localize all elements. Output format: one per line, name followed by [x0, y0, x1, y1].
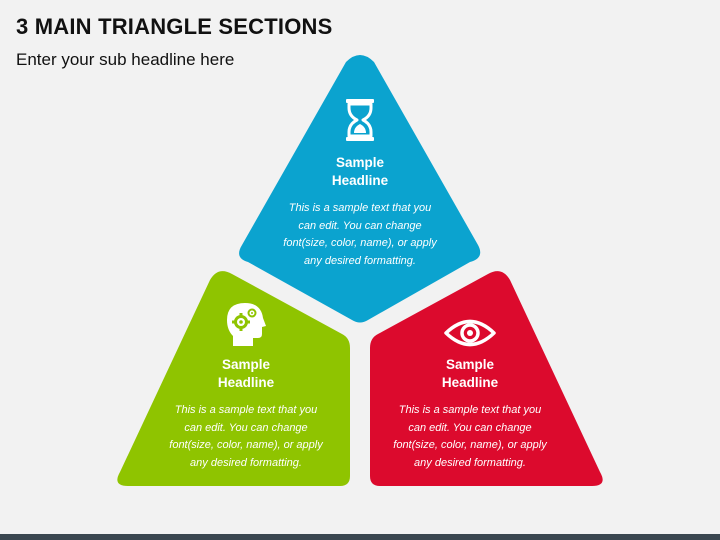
section-right-body-line: any desired formatting.: [414, 456, 526, 469]
page-subtitle: Enter your sub headline here: [16, 50, 235, 69]
section-left: Sample Headline This is a sample text th…: [126, 300, 366, 472]
section-right-headline-line1: Sample: [445, 357, 495, 372]
section-left-body-line: can edit. You can change: [184, 421, 308, 434]
section-top-headline-line1: Sample: [335, 155, 385, 170]
section-top-headline-line2: Headline: [331, 173, 389, 188]
right-triangle-shape: [370, 271, 603, 486]
section-left-body-line: This is a sample text that you: [174, 404, 318, 416]
section-left-headline-line2: Headline: [217, 375, 275, 390]
section-top-body-line: any desired formatting.: [304, 254, 416, 267]
left-triangle-shape: [117, 271, 350, 486]
section-left-headline-line1: Sample: [221, 357, 271, 372]
section-top-body-line: This is a sample text that you: [288, 202, 432, 214]
section-top-body-line: font(size, color, name), or apply: [283, 237, 437, 249]
section-left-body-line: font(size, color, name), or apply: [169, 439, 323, 451]
footer-bar: [0, 534, 720, 540]
section-right-body-line: can edit. You can change: [408, 421, 532, 434]
hourglass-icon: [346, 99, 374, 141]
section-top-body-line: can edit. You can change: [298, 219, 422, 232]
top-triangle-shape: [239, 55, 481, 323]
section-right: Sample Headline This is a sample text th…: [350, 318, 590, 472]
section-right-body-line: This is a sample text that you: [398, 404, 542, 416]
section-right-body-line: font(size, color, name), or apply: [393, 439, 547, 451]
section-left-body-line: any desired formatting.: [190, 456, 302, 469]
head-gears-icon: [227, 303, 266, 346]
section-top: Sample Headline This is a sample text th…: [240, 98, 480, 270]
eye-icon: [444, 319, 496, 347]
page-title: 3 MAIN TRIANGLE SECTIONS: [16, 14, 333, 39]
section-right-headline-line2: Headline: [441, 375, 499, 390]
